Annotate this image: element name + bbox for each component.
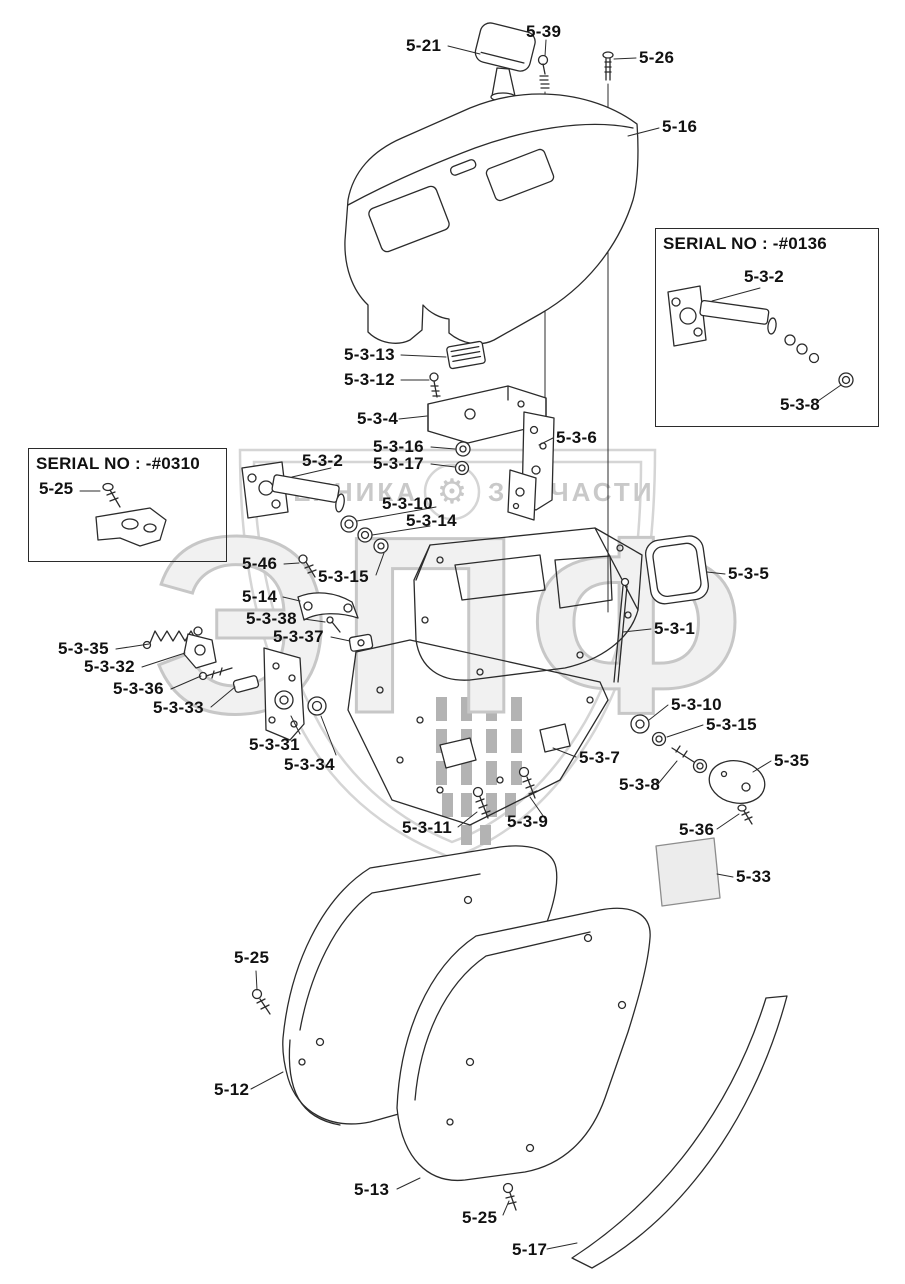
serial-0136-parts-drawing xyxy=(667,285,854,388)
part-label: 5-46 xyxy=(242,554,278,573)
part-label: 5-3-38 xyxy=(246,609,297,628)
lever-5-14-drawing xyxy=(297,592,359,621)
right-washer-stack-drawing xyxy=(630,714,708,774)
part-label: 5-3-13 xyxy=(344,345,395,364)
part-label: 5-3-6 xyxy=(556,428,598,447)
part-label: 5-16 xyxy=(662,117,698,136)
part-label: 5-3-11 xyxy=(402,818,453,837)
trim-strip-drawing xyxy=(571,995,788,1269)
part-label: 5-12 xyxy=(214,1080,250,1099)
part-label: 5-3-37 xyxy=(273,627,324,646)
cover-plate-5-35-drawing xyxy=(708,759,766,805)
part-label: 5-3-8 xyxy=(619,775,661,794)
rod-5-3-1-drawing xyxy=(613,577,630,683)
bottom-bolts-drawing xyxy=(439,723,571,819)
part-label: 5-3-5 xyxy=(728,564,770,583)
part-label: 5-3-15 xyxy=(706,715,757,734)
part-label: 5-14 xyxy=(242,587,278,606)
lever-5-3-32-drawing xyxy=(183,626,217,669)
bolt-5-3-36-drawing xyxy=(198,667,233,681)
serial-0310-parts-drawing xyxy=(95,482,167,547)
nut-washer-drawing xyxy=(454,441,471,476)
plate-5-3-31-drawing xyxy=(263,647,305,741)
bolt-5-46-drawing xyxy=(298,554,317,578)
part-label: 5-13 xyxy=(354,1180,390,1199)
part-label: 5-3-32 xyxy=(84,657,135,676)
screw-5-26-drawing xyxy=(602,51,614,81)
part-label: 5-3-17 xyxy=(373,454,424,473)
part-label: 5-3-2 xyxy=(744,267,784,286)
part-label: 5-3-33 xyxy=(153,698,204,717)
bolt-5-3-12-drawing xyxy=(429,372,441,398)
washer-stack-drawing xyxy=(340,515,389,554)
bushing-5-3-34-drawing xyxy=(307,696,327,716)
part-label: 5-26 xyxy=(639,48,675,67)
part-label: 5-3-14 xyxy=(406,511,457,530)
bracket-5-3-37-drawing xyxy=(348,633,374,652)
part-label: 5-3-4 xyxy=(357,409,399,428)
console-cover-drawing xyxy=(344,93,639,345)
side-cover-5-13-drawing xyxy=(396,907,651,1182)
rod-bracket-drawing xyxy=(241,461,345,519)
gasket-drawing xyxy=(644,535,709,605)
part-label: 5-3-1 xyxy=(654,619,696,638)
part-label: 5-3-8 xyxy=(780,395,820,414)
part-label: 5-25 xyxy=(462,1208,498,1227)
part-label: 5-3-9 xyxy=(507,812,549,831)
screw-5-36-drawing xyxy=(737,804,753,825)
leader-lines xyxy=(79,39,842,1250)
part-label: 5-3-31 xyxy=(249,735,300,754)
part-label: 5-3-2 xyxy=(302,451,344,470)
part-label: 5-39 xyxy=(526,22,562,41)
serial-box-title: SERIAL NO : -#0136 xyxy=(663,234,827,253)
part-label: 5-35 xyxy=(774,751,810,770)
main-frame-drawing xyxy=(413,527,643,681)
part-label: 5-3-34 xyxy=(284,755,335,774)
part-label: 5-3-15 xyxy=(318,567,369,586)
part-label: 5-3-12 xyxy=(344,370,395,389)
part-label: 5-25 xyxy=(39,479,74,498)
part-label: 5-17 xyxy=(512,1240,548,1259)
part-label: 5-3-35 xyxy=(58,639,109,658)
pad-5-33-drawing xyxy=(655,837,721,907)
part-label: 5-3-7 xyxy=(579,748,621,767)
part-label: 5-33 xyxy=(736,867,772,886)
serial-box-title: SERIAL NO : -#0310 xyxy=(36,454,200,473)
gear-icon: ⚙ xyxy=(437,472,467,512)
serial-box-0136: SERIAL NO : -#0136 5-3-2 5-3-8 xyxy=(655,228,879,427)
part-label: 5-21 xyxy=(406,36,442,55)
part-label: 5-36 xyxy=(679,820,715,839)
switch-blank-drawing xyxy=(446,340,486,370)
part-label: 5-3-36 xyxy=(113,679,164,698)
screw-5-25-mid-drawing xyxy=(251,988,271,1015)
hinge-bracket-drawing xyxy=(507,411,555,521)
bolt-5-39-drawing xyxy=(537,54,550,89)
serial-box-0310: SERIAL NO : -#0310 5-25 xyxy=(28,448,227,562)
screw-5-25-low-drawing xyxy=(502,1182,517,1211)
part-label: 5-3-10 xyxy=(382,494,433,513)
part-label: 5-25 xyxy=(234,948,270,967)
part-label: 5-3-16 xyxy=(373,437,424,456)
pin-5-3-38-drawing xyxy=(326,616,341,633)
part-label: 5-3-10 xyxy=(671,695,722,714)
